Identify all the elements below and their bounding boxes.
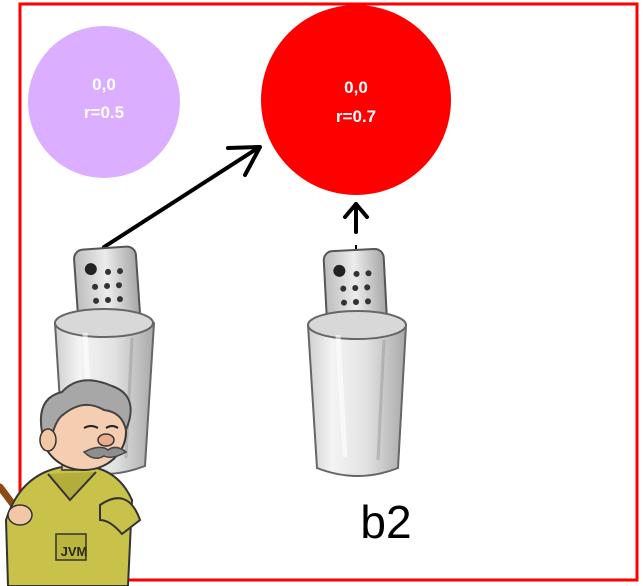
object-b: 0,0 r=0.7: [261, 5, 451, 195]
collector-badge: JVM: [61, 544, 88, 559]
arrowhead-icon: [226, 145, 262, 177]
reference-2-label: b2: [360, 496, 411, 548]
object-a-circle: [28, 26, 180, 178]
object-b-coord: 0,0: [344, 78, 368, 97]
reference-arrow-1: [102, 145, 262, 249]
reference-2: b2: [306, 247, 412, 548]
object-a-coord: 0,0: [92, 75, 116, 94]
heap-frame: [18, 2, 639, 582]
arrow-icon: [102, 146, 260, 249]
object-b-circle: [261, 5, 451, 195]
cup-icon: [306, 310, 408, 477]
garbage-collector-man-icon: JVM: [0, 379, 142, 586]
object-b-radius: r=0.7: [336, 107, 376, 126]
reference-arrow-2: [343, 202, 369, 250]
arrowhead-icon: [343, 202, 369, 219]
object-a-radius: r=0.5: [84, 103, 124, 122]
object-a: 0,0 r=0.5: [28, 26, 180, 178]
